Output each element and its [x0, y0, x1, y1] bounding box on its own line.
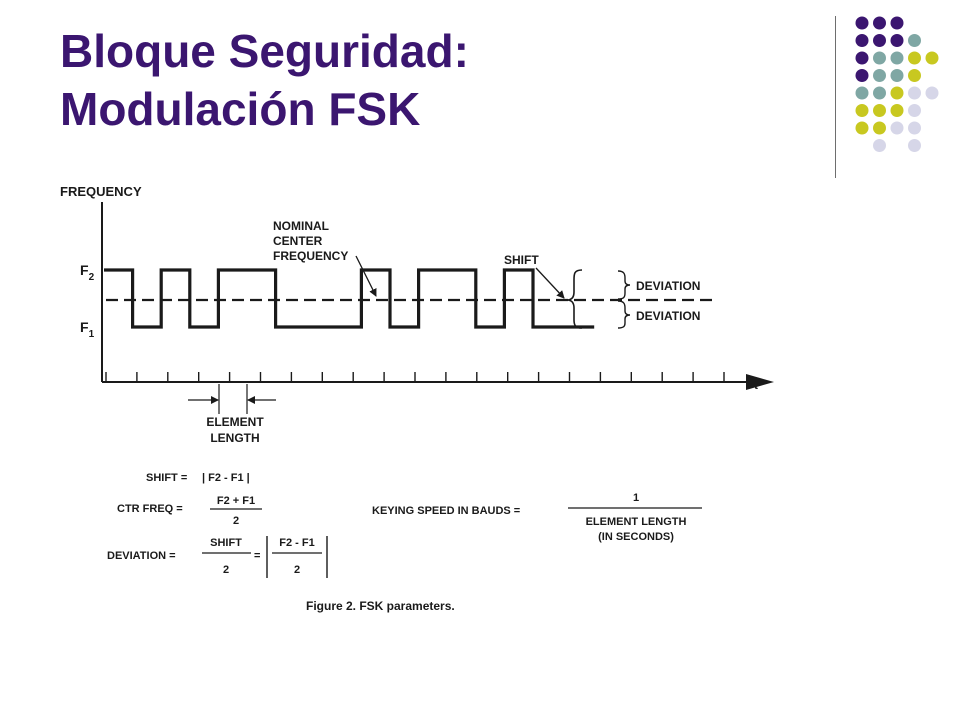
decor-dot [908, 69, 921, 82]
decor-dot [873, 86, 886, 100]
decorative-dot-grid [855, 16, 939, 152]
decor-dot [873, 34, 886, 47]
formula-ctr-lhs: CTR FREQ = [117, 503, 183, 515]
shift-pointer-arrow [535, 267, 565, 299]
decor-dot [890, 104, 904, 117]
decor-dot [908, 86, 921, 100]
decor-dot [873, 16, 886, 30]
x-axis-arrowhead [746, 374, 774, 390]
formula-keying-numerator: 1 [633, 492, 639, 504]
fsk-diagram: FREQUENCY t F2 F1 NOMINAL CENTER FREQUEN… [60, 184, 774, 613]
decor-dot [890, 69, 904, 82]
nominal-pointer-arrow [355, 255, 377, 297]
figure-caption: Figure 2. FSK parameters. [306, 599, 455, 613]
decor-dot [908, 51, 921, 65]
x-axis-ticks [105, 372, 725, 382]
y-axis-label: FREQUENCY [60, 184, 142, 199]
formula-deviation-lhs: DEVIATION = [107, 550, 176, 562]
element-length-label-line-2: LENGTH [210, 431, 259, 445]
fsk-waveform [104, 268, 595, 329]
decor-dot [873, 69, 886, 82]
decor-dot [890, 34, 904, 47]
nominal-label-line-3: FREQUENCY [273, 249, 348, 263]
deviation-lower-label: DEVIATION [636, 309, 700, 323]
decor-dot [873, 51, 886, 65]
x-axis-label: t [754, 378, 758, 392]
f2-level-label: F2 [80, 262, 95, 283]
decor-dot [855, 16, 869, 30]
decor-dot [890, 16, 904, 30]
deviation-lower-brace [617, 300, 631, 329]
formula-shift-lhs: SHIFT = [146, 472, 187, 484]
nominal-label-line-2: CENTER [273, 234, 323, 248]
formula-keying-denominator-line-1: ELEMENT LENGTH [586, 516, 687, 528]
formula-keying-denominator-line-2: (IN SECONDS) [598, 531, 674, 543]
decor-dot [908, 139, 921, 152]
decor-dot [908, 121, 921, 135]
decor-dot [855, 104, 869, 117]
nominal-label-line-1: NOMINAL [273, 219, 329, 233]
slide-title-line-2: Modulación FSK [60, 83, 421, 135]
formula-deviation-abs-denominator: 2 [294, 564, 300, 576]
formula-keying-lhs: KEYING SPEED IN BAUDS = [372, 505, 520, 517]
decor-dot [873, 104, 886, 117]
slide-title: Bloque Seguridad: Modulación FSK [60, 22, 469, 138]
formula-ctr-numerator: F2 + F1 [217, 495, 255, 507]
f1-level-label: F1 [80, 319, 95, 340]
decor-dot [925, 51, 939, 65]
decor-dot [890, 51, 904, 65]
formula-deviation-denominator: 2 [223, 564, 229, 576]
formula-deviation-abs-numerator: F2 - F1 [279, 537, 314, 549]
vertical-divider [835, 16, 836, 178]
decor-dot [855, 51, 869, 65]
element-length-label-line-1: ELEMENT [206, 415, 264, 429]
formula-deviation-equals: = [254, 550, 260, 562]
shift-label: SHIFT [504, 253, 539, 267]
decor-dot [855, 86, 869, 100]
decor-dot [855, 121, 869, 135]
decor-dot [873, 121, 886, 135]
shift-brace [566, 269, 583, 329]
decor-dot [855, 34, 869, 47]
decor-dot [890, 121, 904, 135]
decor-dot [890, 86, 904, 100]
decor-dot [873, 139, 886, 152]
formula-shift-rhs: | F2 - F1 | [202, 472, 250, 484]
decor-dot [855, 69, 869, 82]
formula-deviation-numerator: SHIFT [210, 537, 242, 549]
deviation-upper-label: DEVIATION [636, 279, 700, 293]
formula-ctr-denominator: 2 [233, 515, 239, 527]
decor-dot [925, 86, 939, 100]
deviation-upper-brace [617, 270, 631, 300]
decor-dot [908, 34, 921, 47]
decor-dot [908, 104, 921, 117]
slide-title-line-1: Bloque Seguridad: [60, 25, 469, 77]
